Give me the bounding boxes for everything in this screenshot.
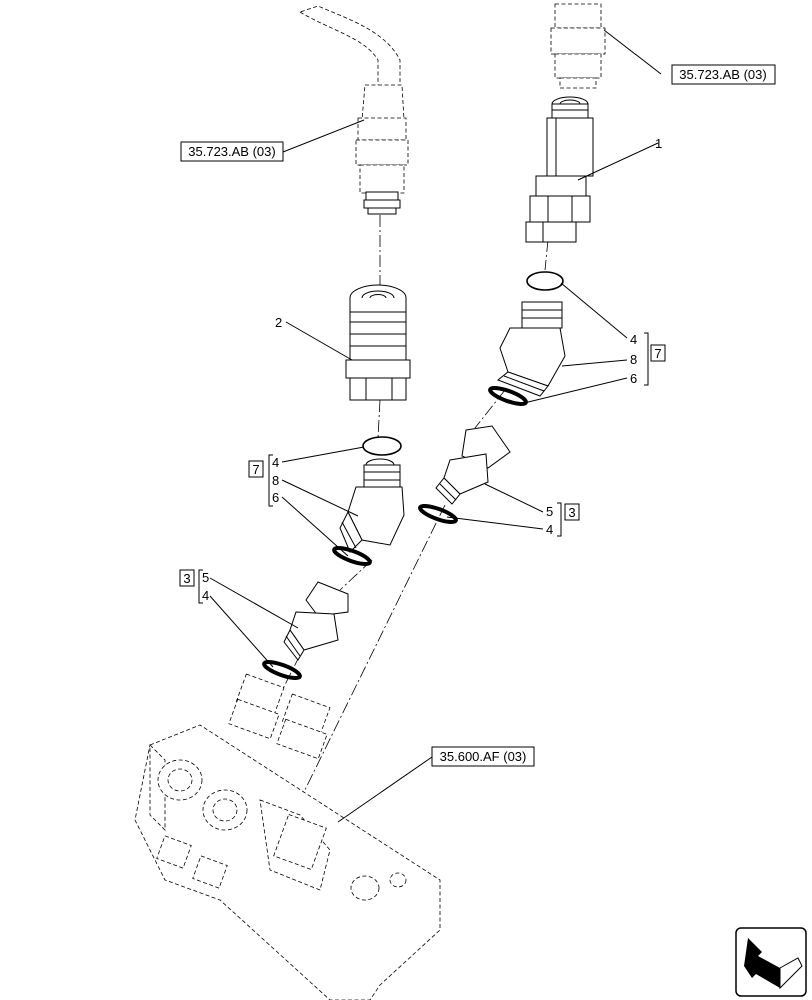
mid-right-fitting bbox=[435, 425, 511, 505]
kit-brackets bbox=[198, 332, 649, 604]
svg-text:7: 7 bbox=[252, 462, 259, 477]
reference-bottom-label: 35.600.AF (03) bbox=[440, 749, 527, 764]
kit-box-mid-left: 7 bbox=[248, 460, 264, 478]
reference-top-left-label: 35.723.AB (03) bbox=[188, 144, 275, 159]
leader-lines bbox=[209, 29, 662, 823]
svg-text:3: 3 bbox=[568, 505, 575, 520]
direction-arrow-icon[interactable] bbox=[735, 927, 807, 997]
kit-box-mid-right: 3 bbox=[564, 503, 580, 521]
part-1-coupler bbox=[525, 96, 594, 243]
callout-mid-right-5: 5 bbox=[546, 504, 553, 519]
callout-mid-left-4: 4 bbox=[272, 455, 279, 470]
mid-left-o-ring bbox=[362, 436, 402, 456]
reference-top-right[interactable]: 35.723.AB (03) bbox=[671, 64, 776, 85]
svg-text:7: 7 bbox=[654, 346, 661, 361]
top-right-coupler bbox=[550, 3, 606, 89]
upper-right-o-ring bbox=[526, 271, 564, 291]
callout-mid-left-6: 6 bbox=[272, 490, 279, 505]
lower-left-fitting bbox=[283, 581, 349, 661]
callout-lower-left-4: 4 bbox=[202, 588, 209, 603]
callout-numbers: 1 2 4 8 6 4 8 6 5 4 5 4 bbox=[202, 136, 662, 603]
reference-top-right-label: 35.723.AB (03) bbox=[679, 67, 766, 82]
reference-top-left[interactable]: 35.723.AB (03) bbox=[180, 141, 284, 162]
callout-1: 1 bbox=[655, 136, 662, 151]
lower-left-flat-o-ring bbox=[262, 659, 302, 681]
mid-left-flat-o-ring bbox=[332, 545, 372, 567]
callout-mid-left-8: 8 bbox=[272, 473, 279, 488]
callout-2: 2 bbox=[275, 315, 282, 330]
callout-mid-right-4: 4 bbox=[546, 522, 553, 537]
kit-box-upper-right: 7 bbox=[650, 344, 666, 362]
reference-bottom[interactable]: 35.600.AF (03) bbox=[431, 746, 535, 767]
top-left-hose bbox=[299, 5, 409, 215]
callout-lower-left-5: 5 bbox=[202, 570, 209, 585]
valve-block bbox=[134, 673, 441, 1000]
mid-right-flat-o-ring bbox=[418, 503, 458, 525]
callout-upper-right-6: 6 bbox=[630, 371, 637, 386]
mid-left-adapter bbox=[339, 458, 405, 553]
upper-right-adapter bbox=[497, 301, 566, 397]
kit-box-lower-left: 3 bbox=[179, 569, 195, 587]
callout-upper-right-4: 4 bbox=[630, 332, 637, 347]
svg-text:3: 3 bbox=[183, 571, 190, 586]
part-2-coupler bbox=[345, 284, 411, 401]
callout-upper-right-8: 8 bbox=[630, 352, 637, 367]
